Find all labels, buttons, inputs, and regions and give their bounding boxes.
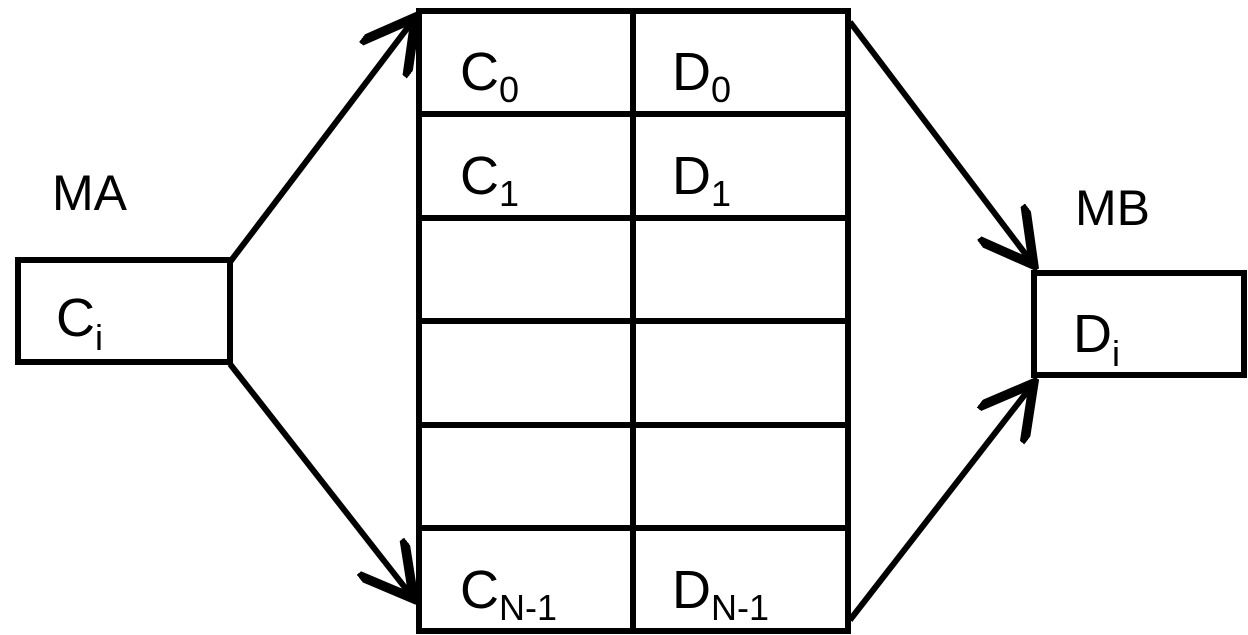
- arrow-ma-to-table-top: [227, 22, 412, 264]
- cell-dn-1: DN-1: [672, 560, 769, 628]
- mb-box: [1031, 270, 1247, 378]
- arrow-table-top-to-mb: [847, 20, 1030, 260]
- mb-label: MB: [1075, 180, 1150, 236]
- cell-cn-1: CN-1: [460, 560, 557, 628]
- cell-d1: D1: [672, 146, 731, 214]
- mb-cell-text: Di: [1073, 304, 1120, 374]
- cell-c0: C0: [460, 42, 519, 110]
- ma-label: MA: [52, 165, 128, 221]
- arrow-table-bottom-to-mb: [847, 388, 1030, 622]
- cell-d0: D0: [672, 42, 731, 110]
- ma-cell-text: Ci: [56, 288, 103, 358]
- ma-box: [15, 257, 233, 365]
- arrow-ma-to-table-bottom: [227, 362, 410, 594]
- cell-c1: C1: [460, 146, 519, 214]
